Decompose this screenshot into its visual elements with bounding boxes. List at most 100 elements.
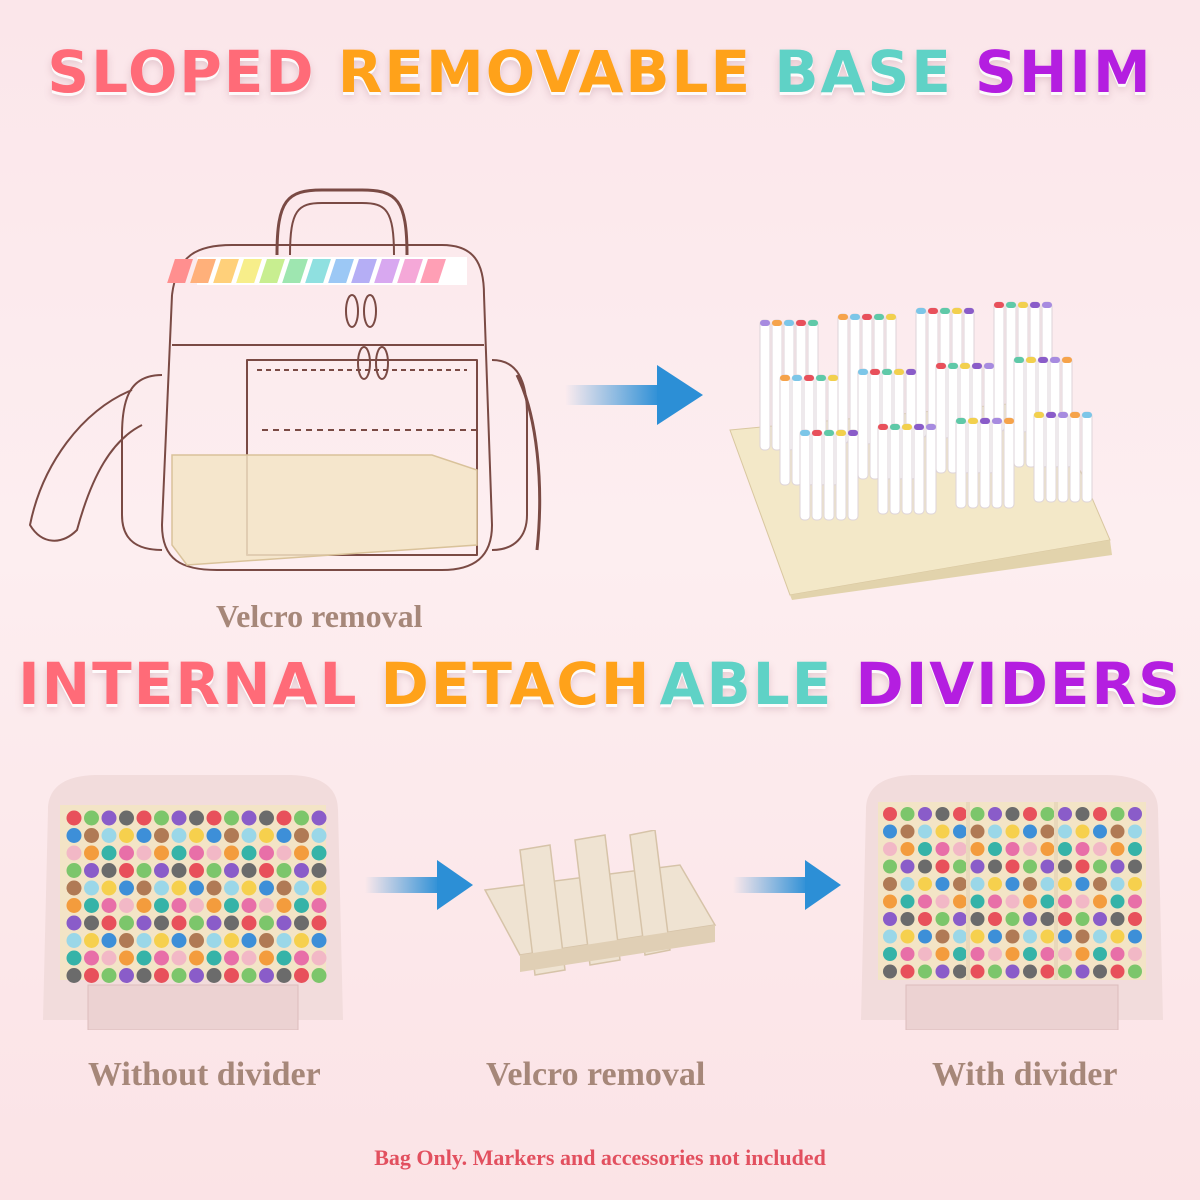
marker-cap bbox=[259, 828, 274, 843]
marker-cap bbox=[970, 859, 985, 874]
marker-cap bbox=[119, 933, 134, 948]
marker-tip bbox=[836, 430, 846, 436]
marker-cap bbox=[259, 863, 274, 878]
marker-cap bbox=[84, 950, 99, 966]
marker-cap bbox=[171, 845, 187, 861]
marker-cap bbox=[883, 859, 897, 874]
marker-cap bbox=[189, 845, 204, 861]
marker-cap bbox=[189, 933, 204, 948]
marker-cap bbox=[1093, 912, 1107, 926]
marker-cap bbox=[918, 824, 932, 839]
marker-cap bbox=[101, 915, 117, 931]
marker-cap bbox=[136, 828, 152, 843]
headline-word-6: DETACH bbox=[380, 650, 652, 718]
marker-cap bbox=[1128, 894, 1142, 909]
marker-cap bbox=[101, 898, 117, 913]
marker-cap bbox=[1128, 877, 1142, 891]
marker-cap bbox=[1093, 807, 1107, 821]
marker-cap bbox=[206, 950, 222, 966]
marker-cap bbox=[1075, 807, 1090, 821]
marker-cap bbox=[84, 828, 99, 843]
marker-cap bbox=[154, 950, 169, 966]
marker-cap bbox=[84, 845, 99, 861]
marker-cap bbox=[189, 828, 204, 843]
marker-cap bbox=[900, 894, 915, 909]
marker-cap bbox=[154, 828, 169, 843]
marker-cap bbox=[883, 929, 897, 944]
marker-cap bbox=[953, 877, 967, 891]
marker-cap bbox=[935, 947, 950, 961]
marker-cap bbox=[224, 845, 239, 861]
marker-cap bbox=[224, 880, 239, 896]
marker-cap bbox=[276, 880, 292, 896]
marker-cap bbox=[66, 915, 82, 931]
marker-body bbox=[799, 429, 811, 521]
marker-tip bbox=[850, 314, 860, 320]
marker-cap bbox=[1040, 912, 1055, 926]
marker-cap bbox=[101, 933, 117, 948]
marker-cap bbox=[66, 968, 82, 983]
marker-tip bbox=[808, 320, 818, 326]
marker-cap bbox=[276, 933, 292, 948]
marker-cap bbox=[1040, 807, 1055, 821]
marker-cap bbox=[241, 898, 257, 913]
marker-body bbox=[925, 423, 937, 515]
marker-cap bbox=[136, 950, 152, 966]
marker-cap bbox=[953, 859, 967, 874]
marker-cap bbox=[154, 968, 169, 983]
marker-cap bbox=[259, 845, 274, 861]
marker-cap bbox=[66, 863, 82, 878]
marker-cap bbox=[900, 807, 915, 821]
marker-tip bbox=[886, 314, 896, 320]
marker-cap bbox=[101, 968, 117, 983]
marker-cap bbox=[935, 842, 950, 856]
marker-cap bbox=[988, 894, 1002, 909]
marker-tip bbox=[992, 418, 1002, 424]
marker-cap bbox=[953, 912, 967, 926]
marker-cap bbox=[311, 810, 327, 826]
marker-cap bbox=[154, 810, 169, 826]
marker-cap bbox=[189, 898, 204, 913]
marker-cap bbox=[1110, 964, 1125, 979]
marker-body bbox=[835, 429, 847, 521]
marker-cap bbox=[66, 828, 82, 843]
marker-body bbox=[811, 429, 823, 521]
marker-cap bbox=[1128, 947, 1142, 961]
bag-with-divider-photo bbox=[861, 775, 1163, 1030]
marker-tip bbox=[828, 375, 838, 381]
marker-cap bbox=[189, 880, 204, 896]
marker-cap bbox=[171, 898, 187, 913]
marker-body bbox=[1003, 417, 1015, 509]
marker-cap bbox=[259, 880, 274, 896]
marker-cap bbox=[1058, 807, 1072, 821]
marker-cap bbox=[311, 968, 327, 983]
marker-cap bbox=[1110, 894, 1125, 909]
marker-cap bbox=[154, 880, 169, 896]
marker-cap bbox=[1075, 824, 1090, 839]
marker-cap bbox=[970, 912, 985, 926]
marker-tip bbox=[838, 314, 848, 320]
marker-cap bbox=[1040, 824, 1055, 839]
marker-cap bbox=[970, 824, 985, 839]
marker-tip bbox=[968, 418, 978, 424]
marker-cap bbox=[953, 929, 967, 944]
marker-tip bbox=[812, 430, 822, 436]
marker-cap bbox=[900, 929, 915, 944]
marker-cap bbox=[276, 915, 292, 931]
marker-cap bbox=[101, 828, 117, 843]
marker-cap bbox=[1093, 947, 1107, 961]
headline-word-4: SHIM bbox=[975, 38, 1153, 106]
marker-cap bbox=[224, 898, 239, 913]
marker-cap bbox=[1023, 824, 1037, 839]
marker-tip bbox=[1046, 412, 1056, 418]
marker-cap bbox=[206, 828, 222, 843]
marker-cap bbox=[918, 947, 932, 961]
marker-cap bbox=[276, 810, 292, 826]
marker-cap bbox=[119, 828, 134, 843]
marker-cap bbox=[1023, 842, 1037, 856]
marker-tip bbox=[1042, 302, 1052, 308]
marker-body bbox=[993, 301, 1005, 433]
marker-cap bbox=[189, 915, 204, 931]
marker-cap bbox=[883, 877, 897, 891]
marker-cap bbox=[900, 912, 915, 926]
